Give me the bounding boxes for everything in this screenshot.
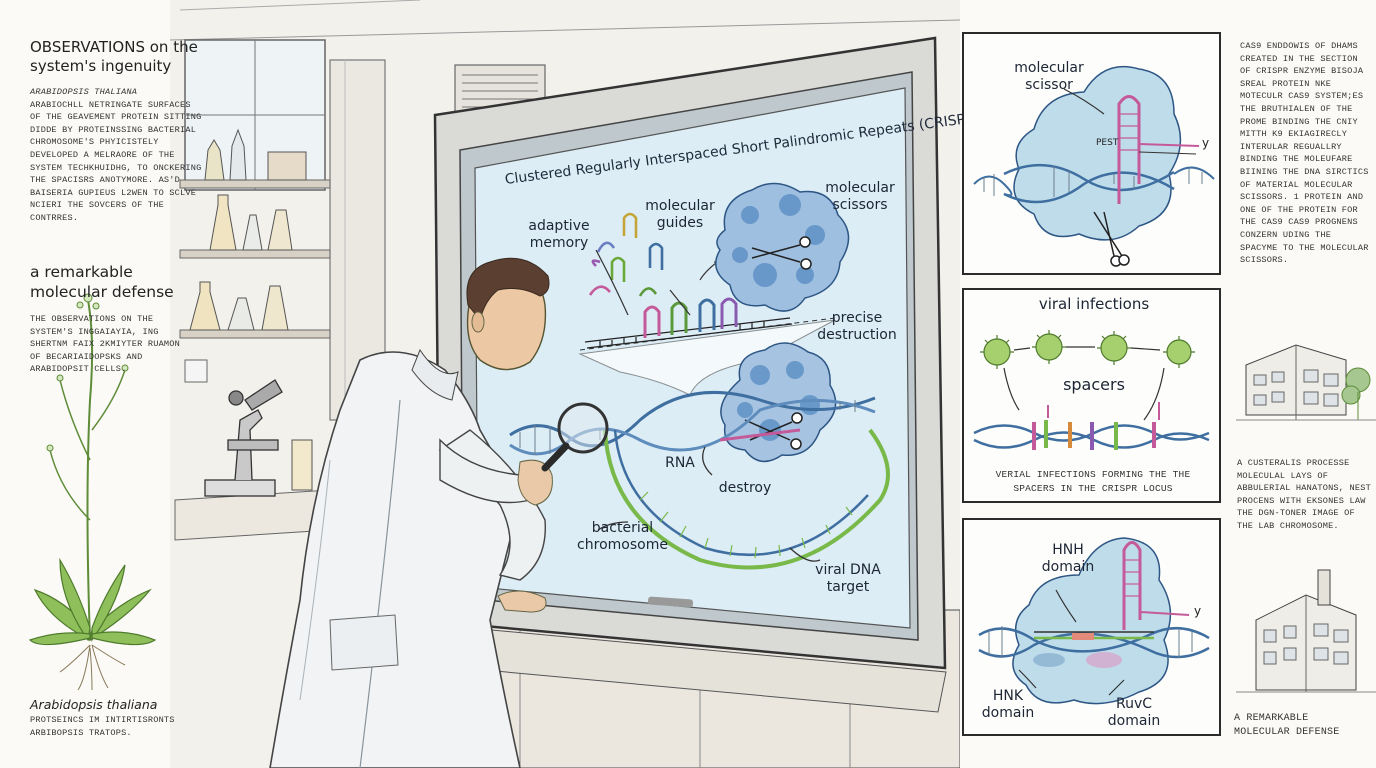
observations-text: ARABIDOPSIS THALIANA ARABIOCHLL NETRINGA…	[30, 86, 202, 225]
lab-scene-illustration	[28, 0, 960, 768]
label-bacterial-chromosome: bacterial chromosome	[577, 520, 668, 553]
label-molecular-guides: molecular guides	[645, 198, 715, 231]
right-note-process: A CUSTERALIS PROCESSE MOLECULAL LAYS OF …	[1237, 458, 1371, 531]
label-adaptive-memory: adaptive memory	[528, 218, 590, 251]
label-molecular-scissor: molecular scissor	[1014, 60, 1084, 93]
arabidopsis-plant-illustration	[28, 293, 157, 691]
cas9-protein-upper	[715, 182, 850, 312]
plant-caption-title: Arabidopsis thaliana	[30, 697, 158, 712]
observations-body: ARABIOCHLL NETRINGATE SURFACES OF THE GE…	[30, 99, 202, 223]
screen-diagram	[509, 182, 890, 570]
lab-building-illustration-2	[1236, 569, 1376, 693]
panel-molecular-scissor: molecular scissor PEST y	[962, 32, 1221, 275]
label-viral-dna-target: viral DNA target	[815, 562, 881, 595]
right-note-remarkable: A REMARKABLE MOLECULAR DEFENSE	[1234, 713, 1340, 738]
label-precise-destruction: precise destruction	[817, 310, 897, 343]
cas9-domain-diagram	[978, 537, 1210, 705]
lab-shelves	[179, 128, 331, 339]
microscope	[204, 379, 283, 497]
label-pest: PEST	[1096, 138, 1119, 148]
observations-title: OBSERVATIONS on the system's ingenuity	[30, 38, 198, 75]
label-y: y	[1194, 604, 1202, 618]
scissor-diagram	[973, 65, 1215, 267]
label-spacers: spacers	[1063, 375, 1125, 394]
left-notes-column: OBSERVATIONS on the system's ingenuity A…	[0, 0, 202, 768]
scientist-figure	[269, 257, 609, 768]
label-hnh-domain: HNH domain	[1041, 542, 1095, 575]
remarkable-defense-text: THE OBSERVATIONS ON THE SYSTEM'S INGGAIA…	[30, 314, 180, 375]
label-y: y	[1202, 136, 1210, 150]
magnifying-glass	[541, 402, 609, 472]
label-destroy: destroy	[718, 480, 772, 496]
panel-cas9-domains: HNH domain y HNK domain RuvC domain	[962, 518, 1221, 736]
label-rna: RNA	[665, 455, 695, 471]
scissors-icon	[1093, 211, 1130, 267]
panel-viral-infections: viral infections spacers VERIAL INFECTIO…	[962, 288, 1221, 503]
observations-italic: ARABIDOPSIS THALIANA	[30, 87, 138, 97]
viral-caption: VERIAL INFECTIONS FORMING THE THE SPACER…	[995, 469, 1191, 494]
right-note-cas9: CAS9 ENDDOWIS OF DHAMS CREATED IN THE SE…	[1240, 41, 1369, 266]
remarkable-defense-title: a remarkable molecular defense	[30, 263, 174, 301]
label-ruvc-domain: RuvC domain	[1107, 696, 1161, 729]
label-hnk-domain: HNK domain	[981, 688, 1035, 721]
viral-infection-diagram	[973, 330, 1210, 450]
label-viral-infections: viral infections	[1038, 295, 1150, 313]
label-molecular-scissors: molecular scissors	[825, 180, 895, 213]
plant-caption-text: PROTSEINCS IM INTIRTISRONTS ARBIBOPSIS T…	[30, 715, 175, 738]
lab-building-illustration-1	[1236, 344, 1376, 421]
